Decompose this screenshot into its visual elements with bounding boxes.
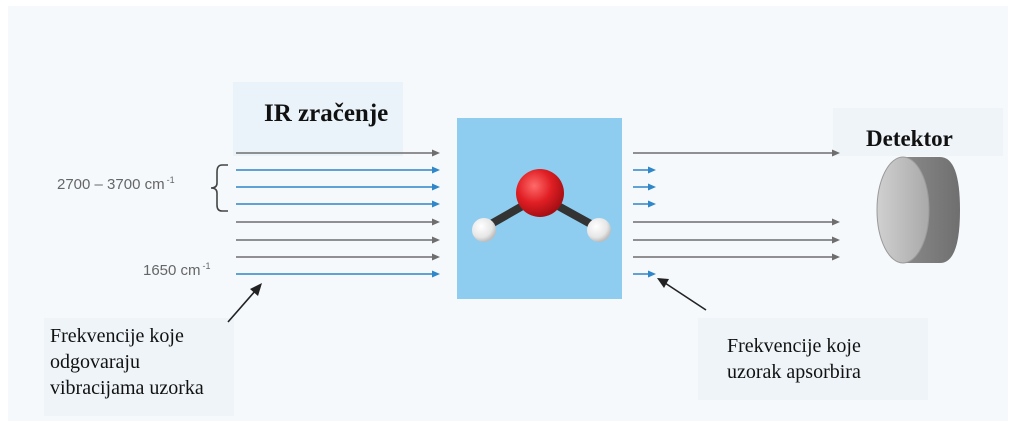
line-label-superscript: -1: [202, 261, 211, 271]
absorbed-beam-stub: [633, 166, 656, 174]
water-molecule: [472, 169, 611, 242]
band-label: 2700 – 3700 cm-1: [57, 175, 175, 193]
line-label-text: 1650 cm: [143, 262, 201, 279]
note-left-highlight: [44, 318, 234, 416]
transmitted-beam-outgoing: [633, 149, 840, 157]
note-left-line: Frekvencije koje: [50, 325, 184, 347]
note-left-line: odgovaraju: [50, 351, 140, 373]
hydrogen-atom-left: [472, 218, 496, 242]
band-label-superscript: -1: [166, 175, 175, 185]
absorbed-beam-incoming: [236, 166, 440, 174]
line-label: 1650 cm-1: [143, 261, 211, 279]
note-right-line: uzorak apsorbira: [727, 361, 861, 383]
band-bracket: [210, 164, 228, 212]
note-left-line: vibracijama uzorka: [50, 377, 204, 399]
transmitted-beam-incoming: [236, 253, 440, 261]
incoming-beams: [236, 149, 440, 278]
absorbed-beam-incoming: [236, 183, 440, 191]
pointer-arrow-left: [227, 283, 262, 323]
transmitted-beam-outgoing: [633, 253, 840, 261]
pointer-arrow-right: [657, 278, 707, 311]
detector-icon: [876, 156, 960, 264]
transmitted-beam-incoming: [236, 149, 440, 157]
note-left: Frekvencije koje odgovaraju vibracijama …: [50, 323, 204, 401]
transmitted-beam-outgoing: [633, 236, 840, 244]
detector-title: Detektor: [866, 126, 953, 151]
outgoing-beams: [633, 149, 840, 278]
band-label-text: 2700 – 3700 cm: [57, 176, 165, 193]
transmitted-beam-incoming: [236, 218, 440, 226]
ir-radiation-title: IR zračenje: [264, 100, 389, 127]
detector-title-highlight: [833, 108, 1003, 156]
transmitted-beam-outgoing: [633, 218, 840, 226]
absorbed-beam-stub: [633, 183, 656, 191]
transmitted-beam-incoming: [236, 236, 440, 244]
hydrogen-atom-right: [587, 218, 611, 242]
absorbed-beam-incoming: [236, 270, 440, 278]
note-right: Frekvencije koje uzorak apsorbira: [727, 333, 861, 385]
absorbed-beam-incoming: [236, 200, 440, 208]
oxygen-atom: [516, 169, 564, 217]
note-right-highlight: [698, 318, 928, 400]
absorbed-beam-stub: [633, 200, 656, 208]
absorbed-beam-stub: [633, 270, 656, 278]
title-highlight: [233, 82, 403, 156]
note-right-line: Frekvencije koje: [727, 335, 861, 357]
